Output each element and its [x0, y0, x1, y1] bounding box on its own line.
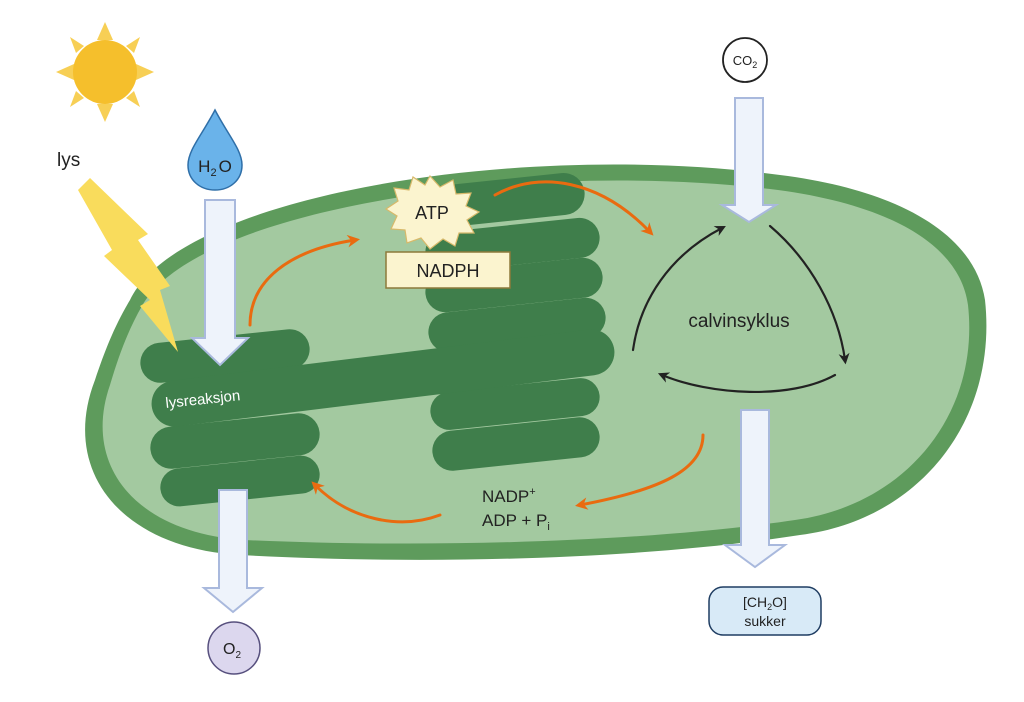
atp-label: ATP — [415, 203, 449, 223]
water-input-arrow — [189, 199, 251, 367]
calvin-cycle-label: calvinsyklus — [688, 311, 789, 332]
white-block-arrows — [189, 97, 789, 614]
co2-label: CO2 — [733, 53, 758, 70]
adp-label: ADP + Pi — [482, 511, 550, 533]
sugar-box — [708, 586, 822, 636]
o2-label: O2 — [223, 641, 241, 661]
arrow-to-calvin — [493, 180, 654, 236]
thylakoid-grana-left — [140, 329, 320, 507]
sugar-label: sukker — [744, 613, 786, 629]
arrow-to-atp — [248, 234, 360, 327]
sugar-formula-label: [CH2O] — [743, 594, 787, 612]
nadp-label: NADP+ — [482, 486, 536, 506]
arrow-nadp-to-light — [311, 481, 442, 524]
cycle-arrow-right — [768, 224, 850, 365]
arrow-calvin-to-nadp — [575, 433, 705, 510]
orange-flow-arrows — [248, 180, 705, 524]
co2-circle — [722, 37, 768, 83]
lightning-icon — [78, 178, 178, 352]
calvin-cycle-arrows — [631, 224, 850, 393]
sun-icon — [56, 22, 154, 122]
nadph-label: NADPH — [416, 261, 479, 281]
cycle-arrow-left — [631, 225, 726, 352]
atp-burst — [384, 174, 481, 250]
sugar-output-arrow — [721, 409, 789, 569]
co2-input-arrow — [718, 97, 780, 224]
stroma-lamella — [151, 329, 615, 427]
light-label: lys — [57, 150, 80, 171]
nadph-box — [385, 251, 511, 289]
cycle-arrow-bottom — [657, 372, 837, 393]
o2-output-arrow — [201, 489, 265, 614]
o2-circle — [207, 621, 261, 675]
water-drop-icon — [187, 108, 243, 191]
